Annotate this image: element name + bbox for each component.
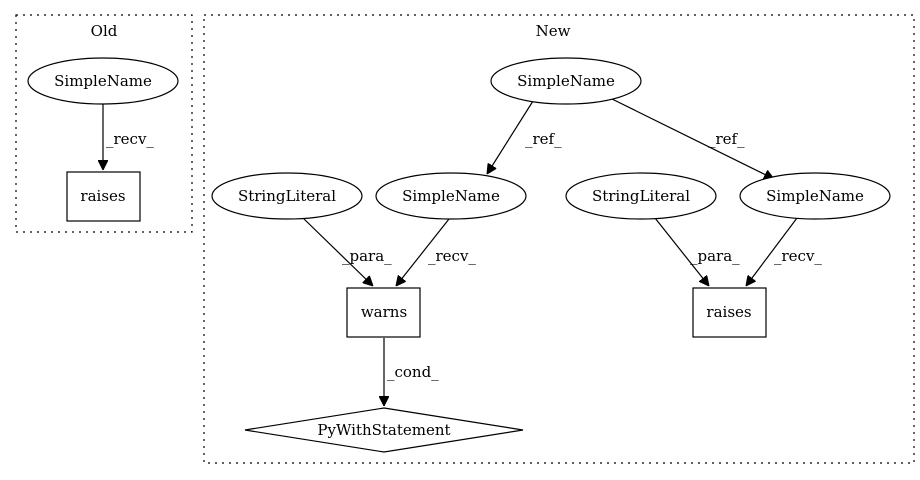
edge-old-recv-label: _recv_ <box>106 130 154 148</box>
edge-ref-left-label: _ref_ <box>525 130 562 148</box>
edge-para-left <box>302 217 373 286</box>
node-new-simplename-top-label: SimpleName <box>517 72 615 90</box>
cluster-old: Old <box>15 14 193 233</box>
edge-recv-right <box>746 217 798 286</box>
node-new-warns-label: warns <box>361 303 407 321</box>
node-old-raises[interactable]: raises <box>66 171 141 222</box>
node-new-warns[interactable]: warns <box>346 287 421 338</box>
node-new-stringliteral-right[interactable]: StringLiteral <box>565 172 717 220</box>
node-old-raises-label: raises <box>80 187 125 205</box>
node-new-simplename-top[interactable]: SimpleName <box>490 57 642 105</box>
edge-para-right <box>654 217 709 286</box>
edge-ref-right-label: _ref_ <box>708 130 745 148</box>
cluster-new-label: New <box>536 22 571 40</box>
edge-para-right-label: _para_ <box>690 247 740 265</box>
node-old-simplename-label: SimpleName <box>54 72 152 90</box>
edge-ref-left <box>487 100 534 174</box>
node-new-stringliteral-left[interactable]: StringLiteral <box>211 172 363 220</box>
edges: _recv_ _ref_ _ref_ _para_ _recv_ _para_ … <box>103 98 822 406</box>
edge-recv-left-label: _recv_ <box>428 247 476 265</box>
edge-recv-right-label: _recv_ <box>774 247 822 265</box>
node-new-raises-label: raises <box>706 303 751 321</box>
node-new-simplename-right[interactable]: SimpleName <box>739 172 891 220</box>
cluster-new: New <box>203 14 915 464</box>
edge-cond-label: _cond_ <box>387 363 439 381</box>
node-new-simplename-right-label: SimpleName <box>766 187 864 205</box>
edge-para-left-label: _para_ <box>342 247 392 265</box>
node-new-raises[interactable]: raises <box>692 287 767 338</box>
edge-recv-left <box>396 218 450 286</box>
node-new-simplename-left-label: SimpleName <box>402 187 500 205</box>
node-new-pywithstatement[interactable]: PyWithStatement <box>244 407 524 453</box>
node-new-stringliteral-left-label: StringLiteral <box>238 187 336 205</box>
edge-ref-right <box>611 98 774 179</box>
node-old-simplename[interactable]: SimpleName <box>27 57 179 105</box>
cluster-old-label: Old <box>91 22 118 40</box>
node-new-simplename-left[interactable]: SimpleName <box>375 172 527 220</box>
node-new-stringliteral-right-label: StringLiteral <box>592 187 690 205</box>
node-new-pywithstatement-label: PyWithStatement <box>317 421 450 439</box>
